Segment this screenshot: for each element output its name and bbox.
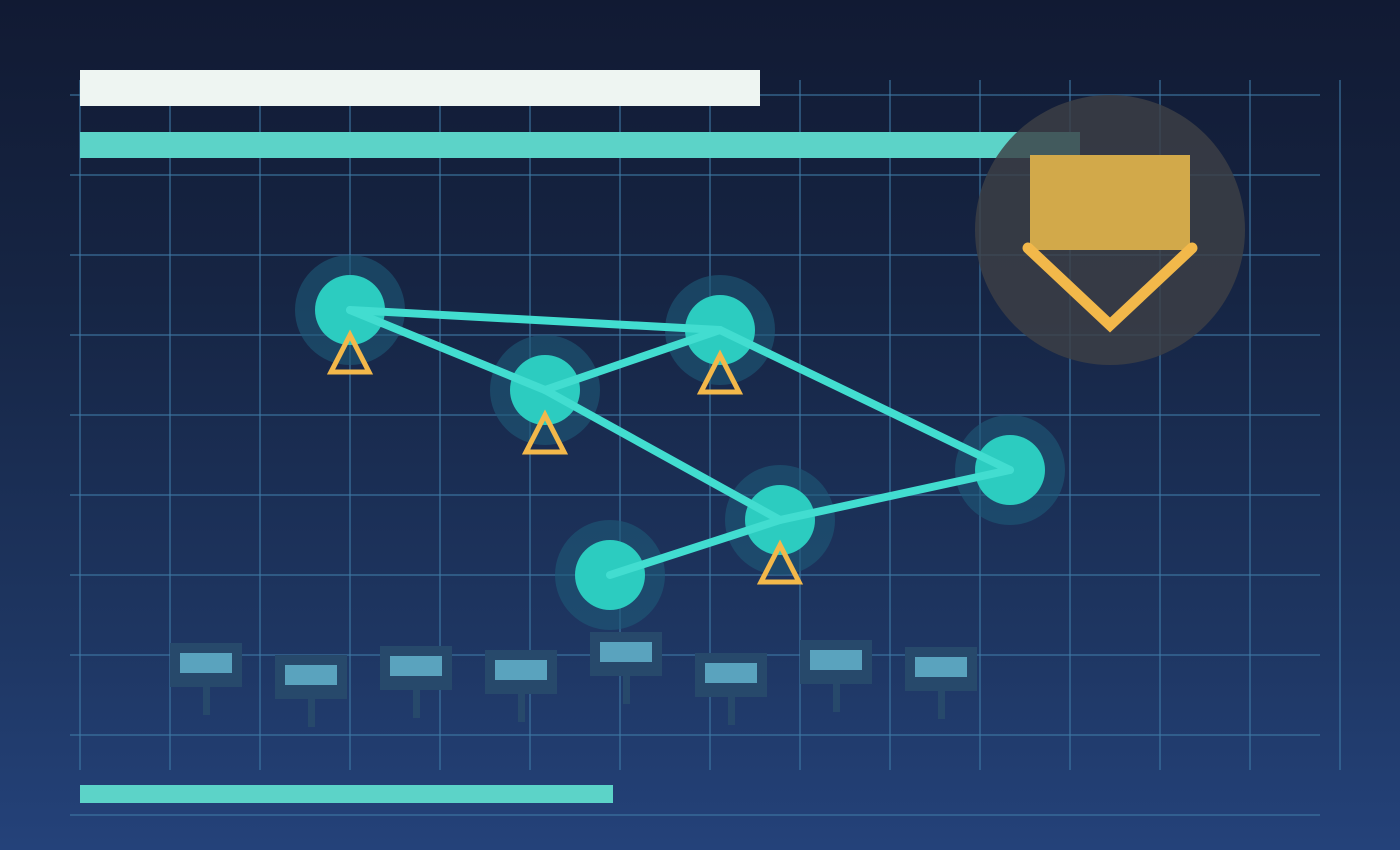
warning-triangle-icon (696, 349, 744, 395)
signpost-panel (600, 642, 652, 662)
signpost-icon (485, 650, 557, 722)
warning-triangle-icon (521, 409, 569, 455)
signpost-pole (938, 687, 945, 719)
warning-triangle-icon (326, 329, 374, 375)
signpost-icon (380, 646, 452, 718)
signpost-icon (275, 655, 347, 727)
signpost-panel (180, 653, 232, 673)
signpost-pole (413, 686, 420, 718)
graph-edge (541, 386, 784, 524)
down-arrow-marker-icon (1022, 155, 1198, 333)
graph-edge (346, 306, 724, 334)
signpost-panel (495, 660, 547, 680)
warning-triangle-icon (756, 539, 804, 585)
signpost-panel (915, 657, 967, 677)
signpost-panel (285, 665, 337, 685)
signpost-icon (905, 647, 977, 719)
warning-markers (326, 329, 804, 585)
signpost-row (170, 632, 977, 727)
graph-edge (716, 326, 1014, 474)
target-marker-box (1030, 155, 1190, 250)
signpost-panel (810, 650, 862, 670)
signpost-panel (390, 656, 442, 676)
signpost-pole (518, 690, 525, 722)
signpost-icon (695, 653, 767, 725)
signpost-panel (705, 663, 757, 683)
graph-edge (346, 306, 549, 394)
signpost-pole (203, 683, 210, 715)
subtitle-bar (80, 132, 1080, 158)
graph-edge (541, 326, 724, 394)
signpost-pole (623, 672, 630, 704)
signpost-pole (833, 680, 840, 712)
target-marker-chevron (1022, 242, 1198, 333)
target-marker (975, 95, 1245, 365)
progress-bar-fill (80, 785, 613, 803)
graph-edge (776, 466, 1014, 524)
signpost-pole (728, 693, 735, 725)
title-bar (80, 70, 760, 106)
graph-edges (346, 306, 1014, 579)
signpost-icon (800, 640, 872, 712)
graph-edge (606, 516, 784, 579)
signpost-icon (590, 632, 662, 704)
signpost-icon (170, 643, 242, 715)
signpost-pole (308, 695, 315, 727)
